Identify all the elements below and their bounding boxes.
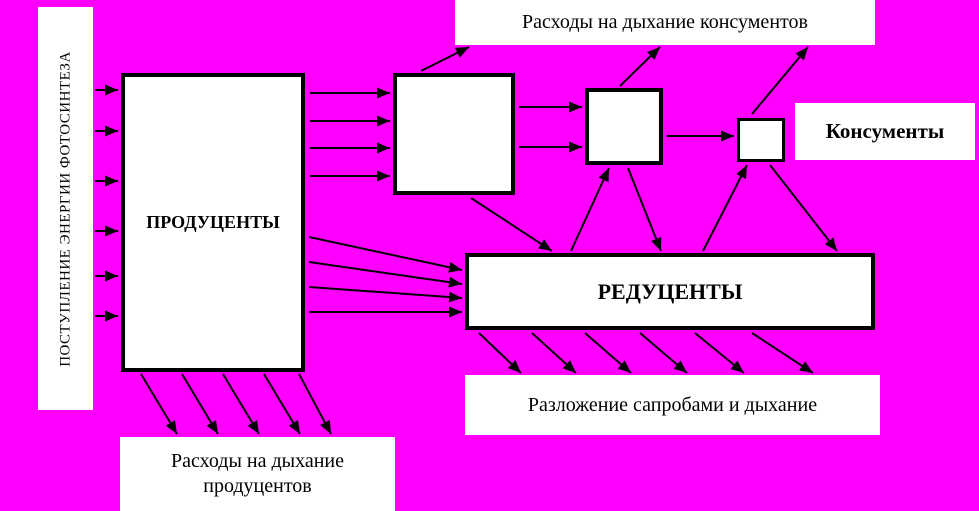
consumers-respiration-label: Расходы на дыхание консументов xyxy=(522,11,808,33)
consumers-reducers-exchange-arrows xyxy=(470,164,838,252)
consumer1-to-consumer2-arrows xyxy=(519,101,582,153)
energy-input-label: ПОСТУПЛЕНИЕ ЭНЕРГИИ ФОТОСИНТЕЗА xyxy=(57,50,73,367)
arrow xyxy=(181,373,219,435)
producers-respiration-label-box: Расходы на дыхание продуцентов xyxy=(120,437,395,511)
reducers-label: РЕДУЦЕНТЫ xyxy=(597,278,743,304)
arrow xyxy=(140,373,178,435)
consumer-level-1-box xyxy=(393,73,515,195)
arrow xyxy=(298,373,332,435)
consumers-respiration-label-box: Расходы на дыхание консументов xyxy=(455,0,875,45)
arrow xyxy=(308,286,463,303)
arrow xyxy=(751,46,809,115)
consumers-caption-box: Консументы xyxy=(795,103,975,160)
energy-input-arrows xyxy=(95,84,118,322)
reducers-to-decomposition-arrows xyxy=(478,332,814,374)
arrow xyxy=(263,373,301,435)
arrow xyxy=(751,332,814,374)
consumer-level-3-box xyxy=(737,118,785,162)
producers-to-consumer1-arrows xyxy=(310,87,390,182)
arrow xyxy=(619,46,661,87)
arrow xyxy=(584,332,632,374)
producers-box: ПРОДУЦЕНТЫ xyxy=(121,73,305,372)
arrow xyxy=(570,167,610,252)
arrow xyxy=(639,332,688,374)
arrow xyxy=(308,261,463,288)
producers-to-reducers-arrows xyxy=(308,236,463,318)
producers-label: ПРОДУЦЕНТЫ xyxy=(146,212,280,232)
decomposition-label: Разложение сапробами и дыхание xyxy=(527,393,818,416)
consumers-respiration-arrows xyxy=(420,46,809,115)
consumer-level-2-box xyxy=(585,88,663,165)
arrow xyxy=(769,164,838,252)
energy-input-label-box: ПОСТУПЛЕНИЕ ЭНЕРГИИ ФОТОСИНТЕЗА xyxy=(38,7,93,410)
arrow xyxy=(531,332,577,374)
consumers-caption-label: Консументы xyxy=(825,119,945,143)
arrow xyxy=(222,373,260,435)
arrow xyxy=(308,236,463,273)
reducers-box: РЕДУЦЕНТЫ xyxy=(465,253,875,330)
producers-respiration-arrows xyxy=(140,373,332,435)
arrow xyxy=(470,197,553,252)
arrow xyxy=(478,332,522,374)
decomposition-label-box: Разложение сапробами и дыхание xyxy=(465,375,880,435)
arrow xyxy=(420,46,470,72)
arrow xyxy=(627,167,662,252)
producers-respiration-label: Расходы на дыхание продуцентов xyxy=(171,450,344,497)
arrow xyxy=(702,164,748,252)
arrow xyxy=(694,332,745,374)
